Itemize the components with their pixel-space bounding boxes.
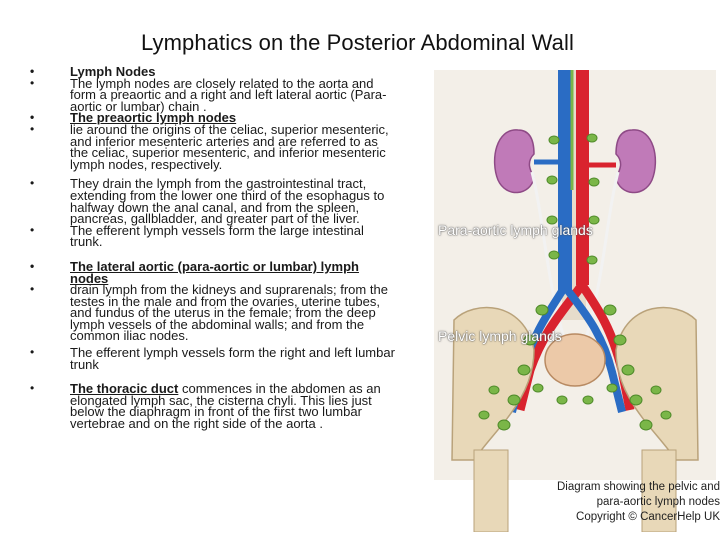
lymph-node — [629, 394, 643, 406]
left-femur — [473, 449, 509, 533]
lymph-node — [507, 394, 521, 406]
right-iliac-vein — [562, 285, 626, 413]
lymph-node — [639, 419, 653, 431]
aorta — [576, 70, 589, 285]
bullet-lymph-nodes-heading: Lymph Nodes — [30, 65, 395, 78]
lymph-node — [606, 383, 618, 393]
bullet-preaortic-text: lie around the origins of the celiac, su… — [30, 123, 395, 171]
lymph-node — [478, 410, 490, 420]
lymph-node — [548, 250, 560, 260]
caption-line-2: para-aortic lymph nodes — [596, 496, 720, 508]
label-para-aortic: Para-aortic lymph glands — [438, 222, 593, 238]
lymph-node — [497, 419, 511, 431]
bullet-thoracic-duct: The thoracic duct commences in the abdom… — [30, 381, 395, 432]
right-kidney — [615, 129, 657, 194]
lymph-node — [532, 383, 544, 393]
lymph-node — [556, 395, 568, 405]
lymph-node — [488, 385, 500, 395]
lymph-node — [535, 304, 549, 316]
bullet-lateral-aortic-text: drain lymph from the kidneys and suprare… — [30, 283, 395, 342]
inferior-vena-cava — [558, 70, 572, 290]
lymph-node — [523, 334, 537, 346]
lymph-node — [546, 175, 558, 185]
bullet-list: Lymph Nodes The lymph nodes are closely … — [30, 65, 395, 432]
bullet-preaortic-heading: The preaortic lymph nodes — [30, 112, 395, 125]
left-pelvic-bone — [451, 306, 535, 461]
thoracic-duct-label: The thoracic duct — [70, 381, 179, 397]
bullet-lumbar-trunk: The efferent lymph vessels form the righ… — [30, 346, 395, 371]
lymph-node — [650, 385, 662, 395]
slide-title: Lymphatics on the Posterior Abdominal Wa… — [141, 30, 574, 55]
lymph-node — [517, 364, 531, 376]
lymph-node — [588, 215, 600, 225]
bullet-preaortic-drainage: They drain the lymph from the gastrointe… — [30, 177, 395, 225]
bullet-intestinal-trunk: The efferent lymph vessels form the larg… — [30, 224, 395, 249]
caption-copyright: Copyright © CancerHelp UK — [576, 511, 720, 523]
lymph-node — [582, 395, 594, 405]
thoracic-duct-text: commences in the abdomen as an elongated… — [70, 381, 381, 432]
lymph-node — [588, 177, 600, 187]
anatomy-illustration — [434, 70, 716, 533]
lymph-node — [660, 410, 672, 420]
lymph-node — [603, 304, 617, 316]
lymph-node — [546, 215, 558, 225]
caption-line-1: Diagram showing the pelvic and — [556, 481, 720, 493]
lymph-diagram: Para-aortic lymph glands Pelvic lymph gl… — [434, 70, 716, 533]
bullet-lateral-aortic-heading: The lateral aortic (para-aortic or lumba… — [30, 260, 395, 285]
bladder — [544, 333, 606, 387]
figure-caption: Diagram showing the pelvic and para-aort… — [552, 480, 720, 525]
right-femur — [641, 449, 677, 533]
lymph-node — [586, 255, 598, 265]
lymph-node — [621, 364, 635, 376]
label-pelvic: Pelvic lymph glands — [438, 328, 562, 344]
lymph-node — [548, 135, 560, 145]
lymph-node — [586, 133, 598, 143]
bullet-lymph-nodes-text: The lymph nodes are closely related to t… — [30, 77, 395, 113]
lymph-nodes — [478, 133, 672, 431]
lymph-node — [613, 334, 627, 346]
left-kidney — [493, 129, 535, 194]
right-pelvic-bone — [615, 306, 699, 461]
